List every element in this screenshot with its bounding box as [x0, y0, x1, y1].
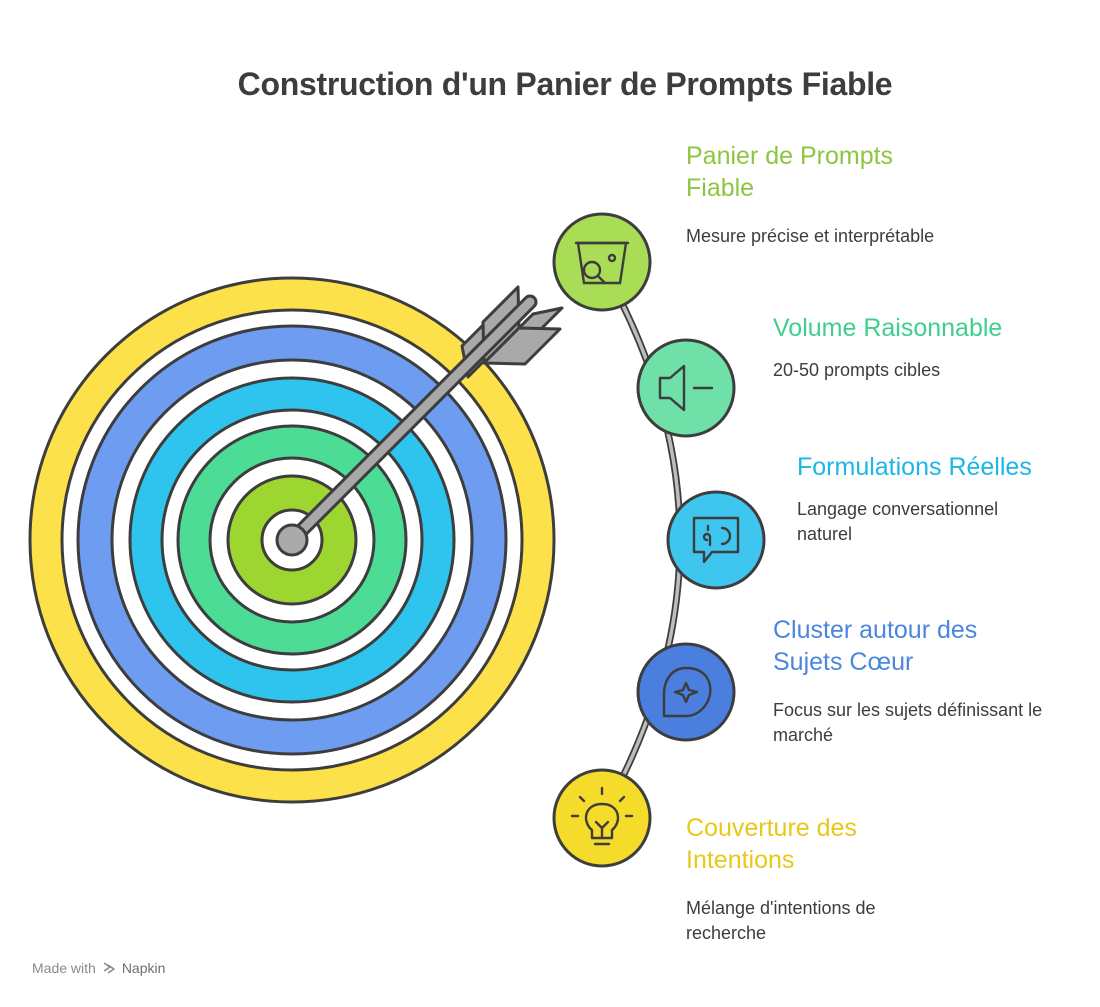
speech-bubble-icon	[692, 516, 740, 564]
item-heading: Panier de Prompts Fiable	[686, 142, 894, 202]
basket-search-icon	[574, 241, 630, 285]
item-heading: Volume Raisonnable	[773, 314, 1003, 342]
item-description: Mélange d'intentions de recherche	[686, 898, 876, 943]
item-description: Mesure précise et interprétable	[686, 226, 935, 246]
target-tag-icon	[662, 666, 712, 718]
node-tag	[636, 642, 736, 742]
made-with-label: Made with	[32, 960, 96, 976]
brand-label: Napkin	[121, 960, 166, 976]
node-bulb	[552, 768, 652, 868]
node-basket	[552, 212, 652, 312]
item-heading: Formulations Réelles	[797, 453, 1032, 481]
footer: Made with Napkin	[32, 960, 165, 976]
item-description: 20-50 prompts cibles	[773, 360, 941, 380]
napkin-logo-icon	[103, 962, 115, 974]
arrow-icon	[275, 285, 564, 557]
item-cluster: Cluster autour des Sujets Cœur Focus sur…	[773, 614, 1073, 748]
item-description: Langage conversationnel naturel	[797, 499, 999, 544]
item-description: Focus sur les sujets définissant le marc…	[773, 700, 1043, 745]
lightbulb-icon	[570, 786, 634, 846]
item-couverture: Couverture des Intentions Mélange d'inte…	[686, 812, 926, 946]
item-panier: Panier de Prompts Fiable Mesure précise …	[686, 140, 946, 249]
item-formulations: Formulations Réelles Langage conversatio…	[797, 451, 1057, 547]
node-speech	[666, 490, 766, 590]
item-heading: Couverture des Intentions	[686, 814, 857, 874]
page-title: Construction d'un Panier de Prompts Fiab…	[237, 66, 893, 102]
item-heading: Cluster autour des Sujets Cœur	[773, 616, 978, 676]
volume-low-icon	[658, 364, 714, 412]
item-volume: Volume Raisonnable 20-50 prompts cibles	[773, 312, 1073, 383]
node-volume	[636, 338, 736, 438]
